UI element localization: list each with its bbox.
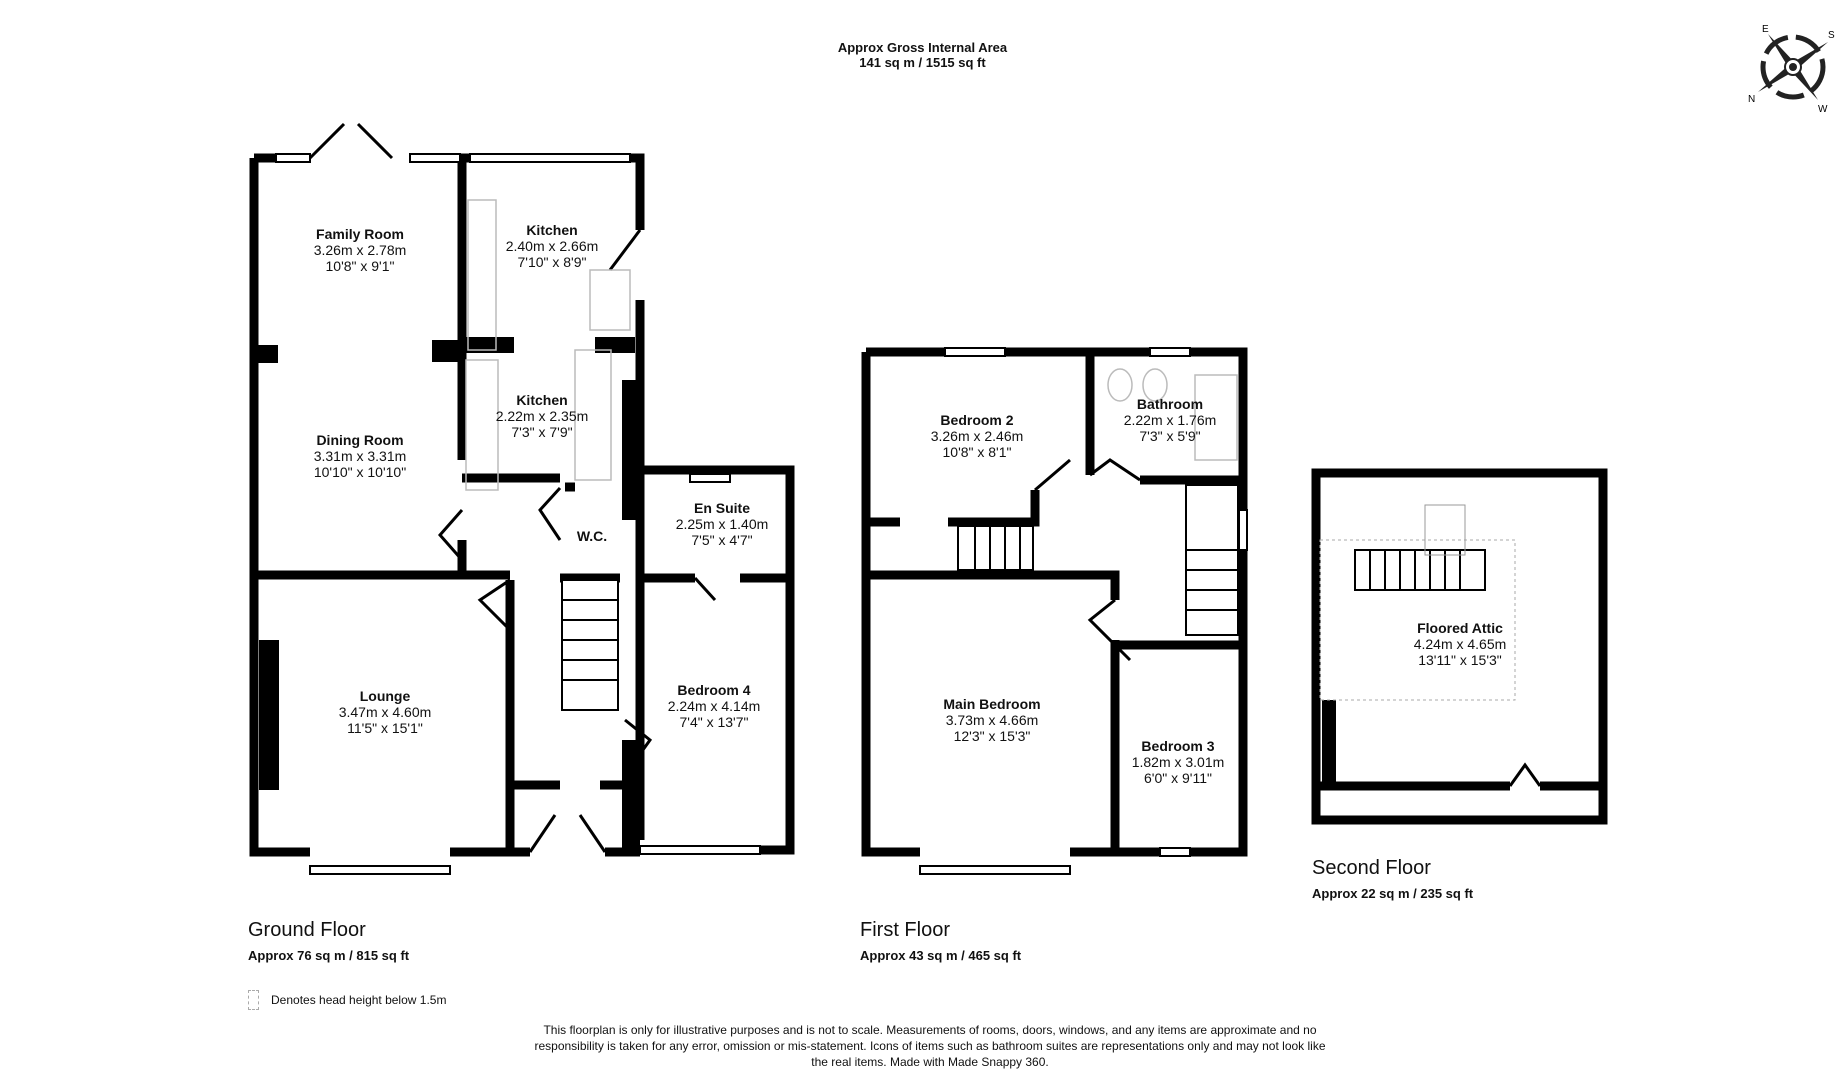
svg-text:W: W [1818, 104, 1828, 112]
legend: Denotes head height below 1.5m [248, 990, 446, 1010]
first-doors [1034, 458, 1141, 662]
compass-icon: E S W N [1748, 24, 1835, 112]
svg-text:N: N [1748, 94, 1755, 105]
bathroom-fixtures [1107, 368, 1238, 461]
kitchen-units [465, 199, 631, 491]
svg-text:E: E [1762, 24, 1769, 35]
dashed-box-icon [248, 990, 259, 1010]
first-stairs [957, 484, 1239, 636]
attic-stairs [1354, 549, 1486, 591]
second-floor-walls [1311, 468, 1608, 825]
gross-area-label: Approx Gross Internal Area [837, 40, 1008, 55]
disclaimer: This floorplan is only for illustrative … [534, 1023, 1326, 1069]
gross-area-value: 141 sq m / 1515 sq ft [859, 55, 986, 70]
gross-area-title: Approx Gross Internal Area 141 sq m / 15… [0, 40, 1845, 70]
ground-stairs [561, 579, 619, 711]
room-wc: W.C. [576, 528, 608, 544]
svg-text:S: S [1828, 30, 1835, 41]
first-floor-walls [861, 347, 1248, 857]
legend-text: Denotes head height below 1.5m [271, 993, 447, 1007]
ground-doors [308, 122, 717, 853]
